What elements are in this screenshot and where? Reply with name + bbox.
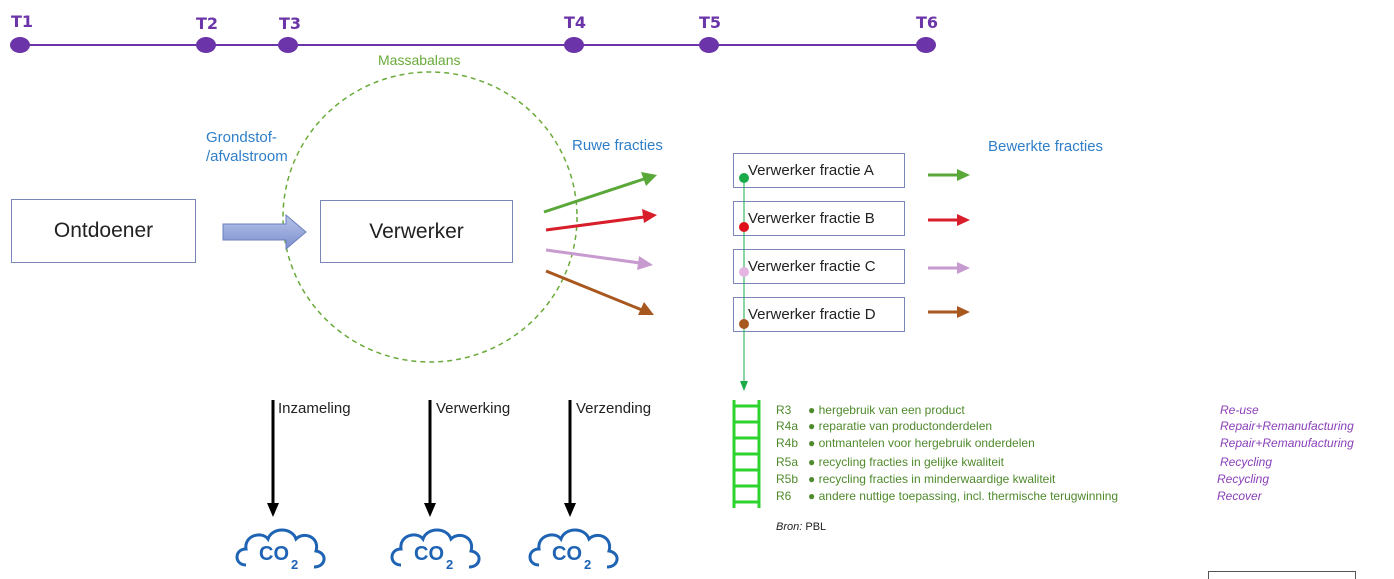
timeline-label-t2: T2 — [196, 14, 219, 33]
r-desc-r4b: ● ontmantelen voor hergebruik onderdelen — [808, 436, 1035, 450]
co2-sub-2: 2 — [446, 557, 454, 572]
fraction-connector — [739, 173, 749, 391]
source-note: Bron: PBL — [776, 521, 826, 533]
raw-arrow-a-head — [641, 172, 657, 186]
timeline-label-t6: T6 — [916, 13, 939, 32]
ruwe-fracties-label: Ruwe fracties — [572, 137, 663, 154]
raw-arrow-b-head — [642, 209, 657, 223]
r-desc-r6: ● andere nuttige toepassing, incl. therm… — [808, 489, 1119, 503]
fraction-box-b: Verwerker fractie B — [733, 201, 905, 236]
timeline-point-t1 — [10, 37, 30, 53]
timeline — [10, 37, 936, 53]
partial-box — [1208, 571, 1356, 579]
timeline-label-t5: T5 — [699, 13, 722, 32]
r-type-r5b: Recycling — [1217, 472, 1270, 486]
timeline-point-t4 — [564, 37, 584, 53]
co2-text-2: CO — [414, 543, 444, 565]
fraction-dot-c — [739, 267, 749, 277]
raw-arrow-a — [543, 177, 645, 214]
r-type-r6: Recover — [1217, 489, 1262, 503]
raw-arrow-c-head — [637, 256, 653, 270]
timeline-label-t3: T3 — [279, 14, 302, 33]
timeline-label-t1: T1 — [11, 12, 34, 31]
raw-fraction-arrows — [543, 172, 657, 315]
co2-cloud-icon-1: CO 2 — [232, 523, 328, 576]
fraction-label-c: Verwerker fractie C — [748, 258, 876, 275]
processed-fraction-arrows — [928, 169, 970, 318]
r-code-r5b: R5b — [776, 472, 799, 486]
timeline-point-t5 — [699, 37, 719, 53]
raw-arrow-b — [545, 215, 645, 232]
timeline-point-t6 — [916, 37, 936, 53]
r-code-r5a: R5a — [776, 455, 799, 469]
verwerker-label: Verwerker — [369, 219, 464, 243]
co2-sub-1: 2 — [291, 557, 299, 572]
r-code-r4b: R4b — [776, 436, 799, 450]
step-arrows — [267, 400, 576, 517]
r-desc-r5b: ● recycling fracties in minderwaardige k… — [808, 472, 1056, 486]
raw-arrow-d-head — [638, 302, 654, 315]
co2-text-3: CO — [552, 543, 582, 565]
fraction-label-d: Verwerker fractie D — [748, 306, 876, 323]
raw-arrow-c — [545, 248, 641, 265]
bewerkte-fracties-label: Bewerkte fracties — [988, 138, 1104, 155]
timeline-point-t3 — [278, 37, 298, 53]
r-code-r6: R6 — [776, 489, 792, 503]
source-value: PBL — [805, 521, 827, 533]
r-type-r5a: Recycling — [1220, 455, 1273, 469]
fraction-box-a: Verwerker fractie A — [733, 153, 905, 188]
fraction-dot-d — [739, 319, 749, 329]
r-desc-r5a: ● recycling fracties in gelijke kwalitei… — [808, 455, 1004, 469]
fraction-box-d: Verwerker fractie D — [733, 297, 905, 332]
ontdoener-label: Ontdoener — [53, 219, 154, 242]
r-code-r4a: R4a — [776, 419, 799, 433]
co2-cloud-icon-2: CO 2 — [387, 523, 483, 576]
ladder-icon — [732, 400, 761, 508]
r-desc-r3: ● hergebruik van een product — [808, 403, 965, 417]
step-label-inzameling: Inzameling — [278, 400, 351, 417]
r-type-r4b: Repair+Remanufacturing — [1220, 436, 1354, 450]
co2-sub-3: 2 — [584, 557, 592, 572]
co2-text-1: CO — [259, 543, 289, 565]
fraction-label-a: Verwerker fractie A — [748, 162, 874, 179]
ontdoener-box: Ontdoener — [11, 199, 196, 263]
step-label-verwerking: Verwerking — [436, 400, 511, 417]
fraction-dot-a — [739, 173, 749, 183]
verwerker-box: Verwerker — [320, 200, 513, 263]
input-label-line1: Grondstof- — [206, 129, 277, 146]
input-arrow — [222, 214, 307, 250]
raw-arrow-d — [545, 269, 643, 312]
fraction-dot-b — [739, 222, 749, 232]
step-label-verzending: Verzending — [576, 400, 652, 417]
source-prefix: Bron: — [776, 521, 803, 533]
r-type-r4a: Repair+Remanufacturing — [1220, 419, 1354, 433]
massabalans-circle — [282, 71, 578, 363]
timeline-label-t4: T4 — [564, 13, 587, 32]
timeline-point-t2 — [196, 37, 216, 53]
connector-arrowhead — [740, 381, 748, 391]
fraction-label-b: Verwerker fractie B — [748, 210, 875, 227]
r-code-r3: R3 — [776, 403, 792, 417]
input-label-line2: /afvalstroom — [206, 148, 288, 165]
massabalans-label: Massabalans — [378, 52, 461, 68]
r-desc-r4a: ● reparatie van productonderdelen — [808, 419, 993, 433]
r-type-r3: Re-use — [1220, 403, 1259, 417]
co2-cloud-icon-3: CO 2 — [525, 523, 621, 576]
fraction-box-c: Verwerker fractie C — [733, 249, 905, 284]
